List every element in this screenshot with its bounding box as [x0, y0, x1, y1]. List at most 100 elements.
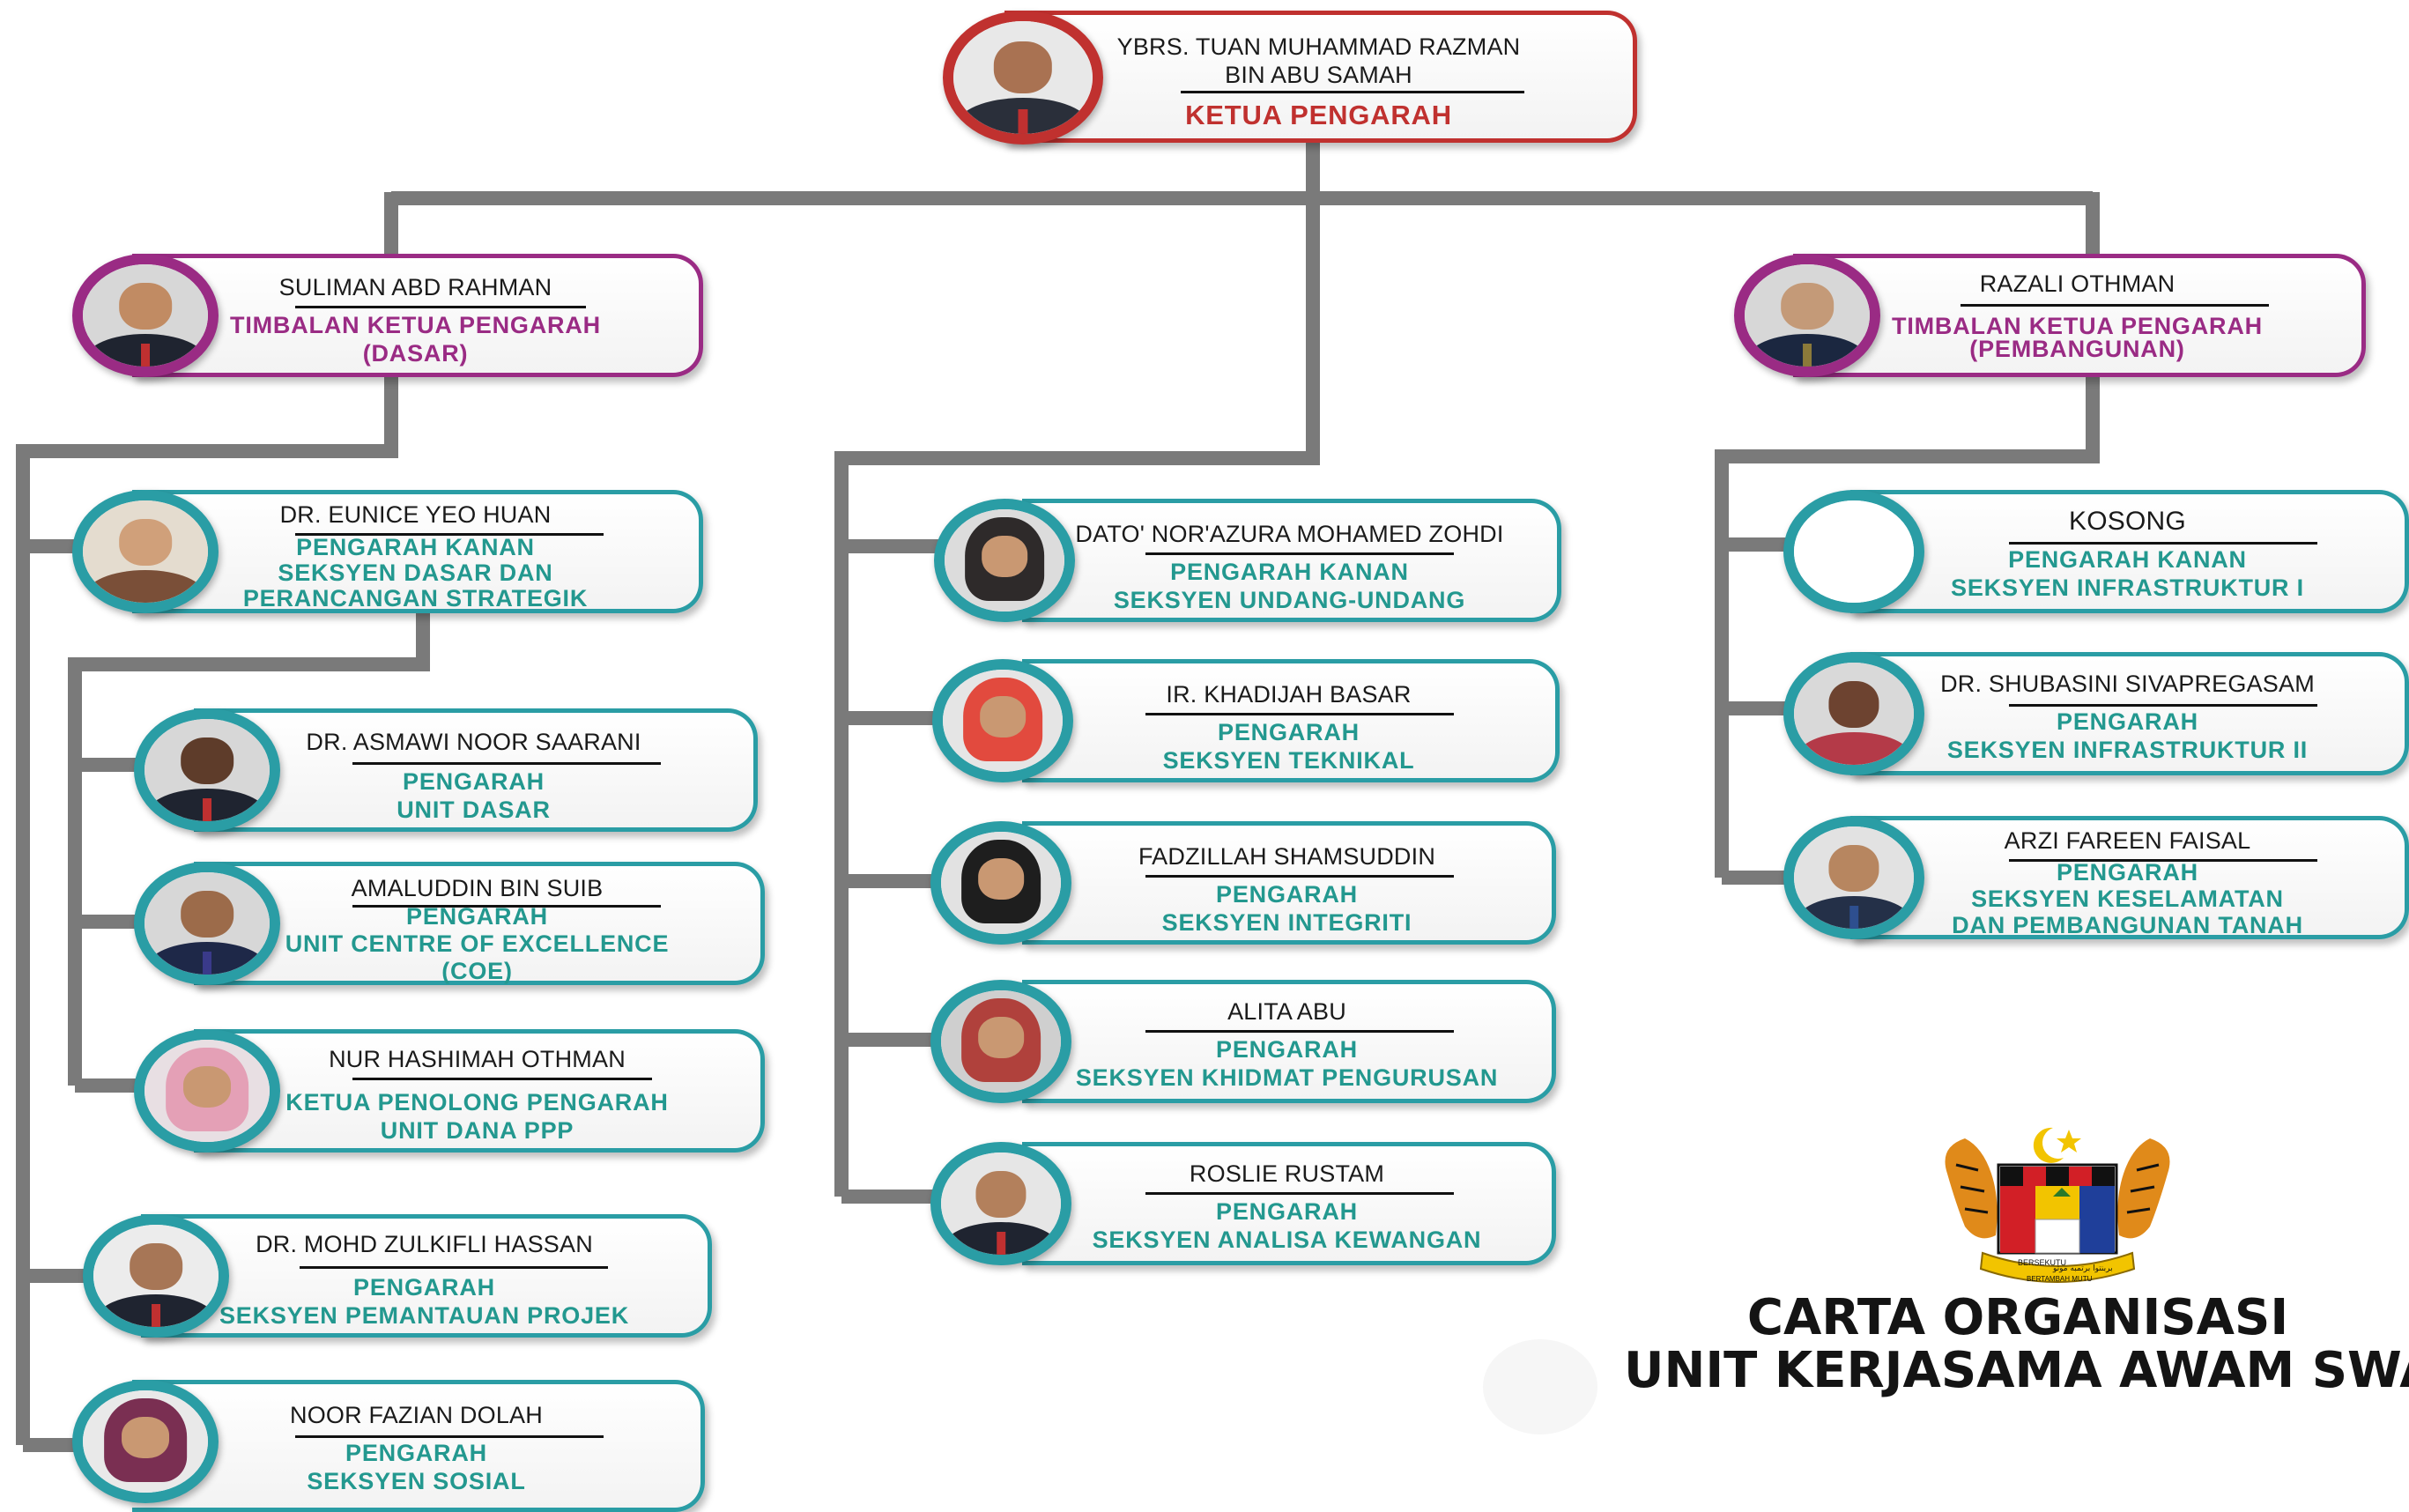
name-rule — [295, 1435, 604, 1438]
avatar-right-3 — [1783, 816, 1924, 939]
avatar-middle-3 — [930, 821, 1071, 945]
deputy-policy-name: SULIMAN ABD RAHMAN — [278, 274, 552, 300]
card-left-1: DR. EUNICE YEO HUAN PENGARAH KANAN SEKSY… — [132, 490, 703, 613]
card-deputy-development: RAZALI OTHMAN TIMBALAN KETUA PENGARAH (P… — [1793, 254, 2366, 377]
name-rule — [1145, 552, 1454, 555]
malaysia-coat-of-arms-logo: BERSEKUTU بربنتوا برتمبه موتو BERTAMBAH … — [1945, 1127, 2170, 1283]
name-rule — [300, 1266, 608, 1269]
card-left-3: AMALUDDIN BIN SUIB PENGARAH UNIT CENTRE … — [194, 862, 765, 985]
middle-4-role: PENGARAH SEKSYEN KHIDMAT PENGURUSAN — [1075, 1036, 1499, 1091]
photo — [941, 1153, 1061, 1255]
right-3-name: ARZI FAREEN FAISAL — [2004, 827, 2251, 854]
card-middle-5: ROSLIE RUSTAM PENGARAH SEKSYEN ANALISA K… — [1022, 1142, 1556, 1265]
card-middle-3: FADZILLAH SHAMSUDDIN PENGARAH SEKSYEN IN… — [1022, 821, 1556, 945]
right-1-role: PENGARAH KANAN SEKSYEN INFRASTRUKTUR I — [1951, 546, 2304, 601]
photo — [83, 500, 208, 603]
director-general-role: KETUA PENGARAH — [1185, 100, 1452, 130]
chart-title-line1: CARTA ORGANISASI — [1746, 1289, 2289, 1346]
photo — [945, 509, 1064, 611]
photo — [145, 719, 270, 821]
avatar-middle-2 — [932, 659, 1073, 782]
card-middle-1: DATO' NOR'AZURA MOHAMED ZOHDI PENGARAH K… — [1022, 499, 1561, 622]
name-rule — [352, 762, 661, 765]
card-left-4: NUR HASHIMAH OTHMAN KETUA PENOLONG PENGA… — [194, 1029, 765, 1153]
middle-3-name: FADZILLAH SHAMSUDDIN — [1138, 843, 1436, 870]
name-rule — [1145, 1030, 1454, 1033]
photo — [1794, 826, 1914, 929]
right-1-name: KOSONG — [2069, 507, 2186, 536]
photo — [93, 1225, 219, 1327]
name-rule — [2009, 542, 2317, 545]
left-1-role: PENGARAH KANAN SEKSYEN DASAR DAN PERANCA… — [242, 534, 589, 611]
coa-scroll-text-motto: BERTAMBAH MUTU — [2027, 1275, 2093, 1283]
deputy-development-name: RAZALI OTHMAN — [1979, 271, 2176, 297]
avatar-middle-5 — [930, 1142, 1071, 1265]
photo — [1745, 264, 1870, 367]
card-deputy-policy: SULIMAN ABD RAHMAN TIMBALAN KETUA PENGAR… — [132, 254, 703, 377]
left-4-name: NUR HASHIMAH OTHMAN — [329, 1046, 626, 1072]
left-4-role: KETUA PENOLONG PENGARAH UNIT DANA PPP — [285, 1089, 669, 1144]
left-1-name: DR. EUNICE YEO HUAN — [279, 501, 552, 528]
middle-4-name: ALITA ABU — [1227, 998, 1346, 1025]
photo-empty — [1794, 500, 1914, 603]
director-general-name: YBRS. TUAN MUHAMMAD RAZMAN BIN ABU SAMAH — [1116, 33, 1521, 88]
deputy-development-role: TIMBALAN KETUA PENGARAH (PEMBANGUNAN) — [1892, 313, 2263, 362]
chart-title-line2: UNIT KERJASAMA AWAM SWAS — [1624, 1342, 2409, 1399]
avatar-left-3 — [134, 862, 280, 985]
card-right-1: KOSONG PENGARAH KANAN SEKSYEN INFRASTRUK… — [1850, 490, 2409, 613]
photo — [145, 872, 270, 975]
avatar-middle-4 — [930, 980, 1071, 1103]
avatar-left-2 — [134, 708, 280, 832]
avatar-left-6 — [72, 1380, 219, 1503]
middle-2-role: PENGARAH SEKSYEN TEKNIKAL — [1162, 719, 1415, 774]
middle-5-name: ROSLIE RUSTAM — [1189, 1160, 1385, 1187]
photo — [83, 1390, 208, 1493]
photo — [83, 264, 208, 367]
middle-2-name: IR. KHADIJAH BASAR — [1166, 681, 1412, 708]
avatar-left-4 — [134, 1029, 280, 1153]
photo — [953, 21, 1093, 134]
middle-5-role: PENGARAH SEKSYEN ANALISA KEWANGAN — [1092, 1198, 1482, 1253]
avatar-right-2 — [1783, 652, 1924, 775]
left-3-role: PENGARAH UNIT CENTRE OF EXCELLENCE (COE) — [285, 903, 670, 984]
middle-1-name: DATO' NOR'AZURA MOHAMED ZOHDI — [1075, 521, 1504, 547]
left-6-name: NOOR FAZIAN DOLAH — [290, 1402, 543, 1428]
card-right-2: DR. SHUBASINI SIVAPREGASAM PENGARAH SEKS… — [1850, 652, 2409, 775]
photo — [943, 670, 1063, 772]
name-rule — [352, 905, 661, 908]
left-3-name: AMALUDDIN BIN SUIB — [351, 875, 604, 901]
name-rule — [295, 533, 604, 536]
coa-scroll-text-left: BERSEKUTU — [2018, 1258, 2066, 1267]
avatar-middle-1 — [934, 499, 1075, 622]
avatar-deputy-development — [1734, 254, 1880, 377]
middle-3-role: PENGARAH SEKSYEN INTEGRITI — [1161, 881, 1412, 936]
card-left-6: NOOR FAZIAN DOLAH PENGARAH SEKSYEN SOSIA… — [132, 1380, 705, 1512]
name-rule — [2009, 859, 2317, 862]
coa-scroll-text-jawi: بربنتوا برتمبه موتو — [2052, 1264, 2113, 1273]
card-left-2: DR. ASMAWI NOOR SAARANI PENGARAH UNIT DA… — [194, 708, 758, 832]
avatar-director-general — [943, 11, 1103, 145]
card-middle-4: ALITA ABU PENGARAH SEKSYEN KHIDMAT PENGU… — [1022, 980, 1556, 1103]
photo — [145, 1040, 270, 1142]
name-rule — [1181, 91, 1524, 93]
avatar-deputy-policy — [72, 254, 219, 377]
photo — [941, 990, 1061, 1093]
name-rule — [352, 1078, 652, 1080]
name-rule — [1145, 1192, 1454, 1195]
name-rule — [2009, 704, 2317, 707]
left-5-role: PENGARAH SEKSYEN PEMANTAUAN PROJEK — [219, 1274, 630, 1329]
card-left-5: DR. MOHD ZULKIFLI HASSAN PENGARAH SEKSYE… — [141, 1214, 712, 1338]
avatar-right-1-empty — [1783, 490, 1924, 613]
photo — [1794, 663, 1914, 765]
photo — [941, 832, 1061, 934]
deputy-policy-role: TIMBALAN KETUA PENGARAH (DASAR) — [230, 312, 601, 367]
avatar-left-5 — [83, 1214, 229, 1338]
right-2-role: PENGARAH SEKSYEN INFRASTRUKTUR II — [1946, 708, 2309, 763]
name-rule — [1961, 304, 2269, 307]
card-right-3: ARZI FAREEN FAISAL PENGARAH SEKSYEN KESE… — [1850, 816, 2409, 939]
right-3-role: PENGARAH SEKSYEN KESELAMATAN DAN PEMBANG… — [1952, 859, 2303, 938]
left-2-role: PENGARAH UNIT DASAR — [397, 768, 551, 823]
name-rule — [1145, 713, 1454, 715]
faint-watermark-blob — [1483, 1339, 1597, 1434]
right-2-name: DR. SHUBASINI SIVAPREGASAM — [1940, 671, 2315, 697]
